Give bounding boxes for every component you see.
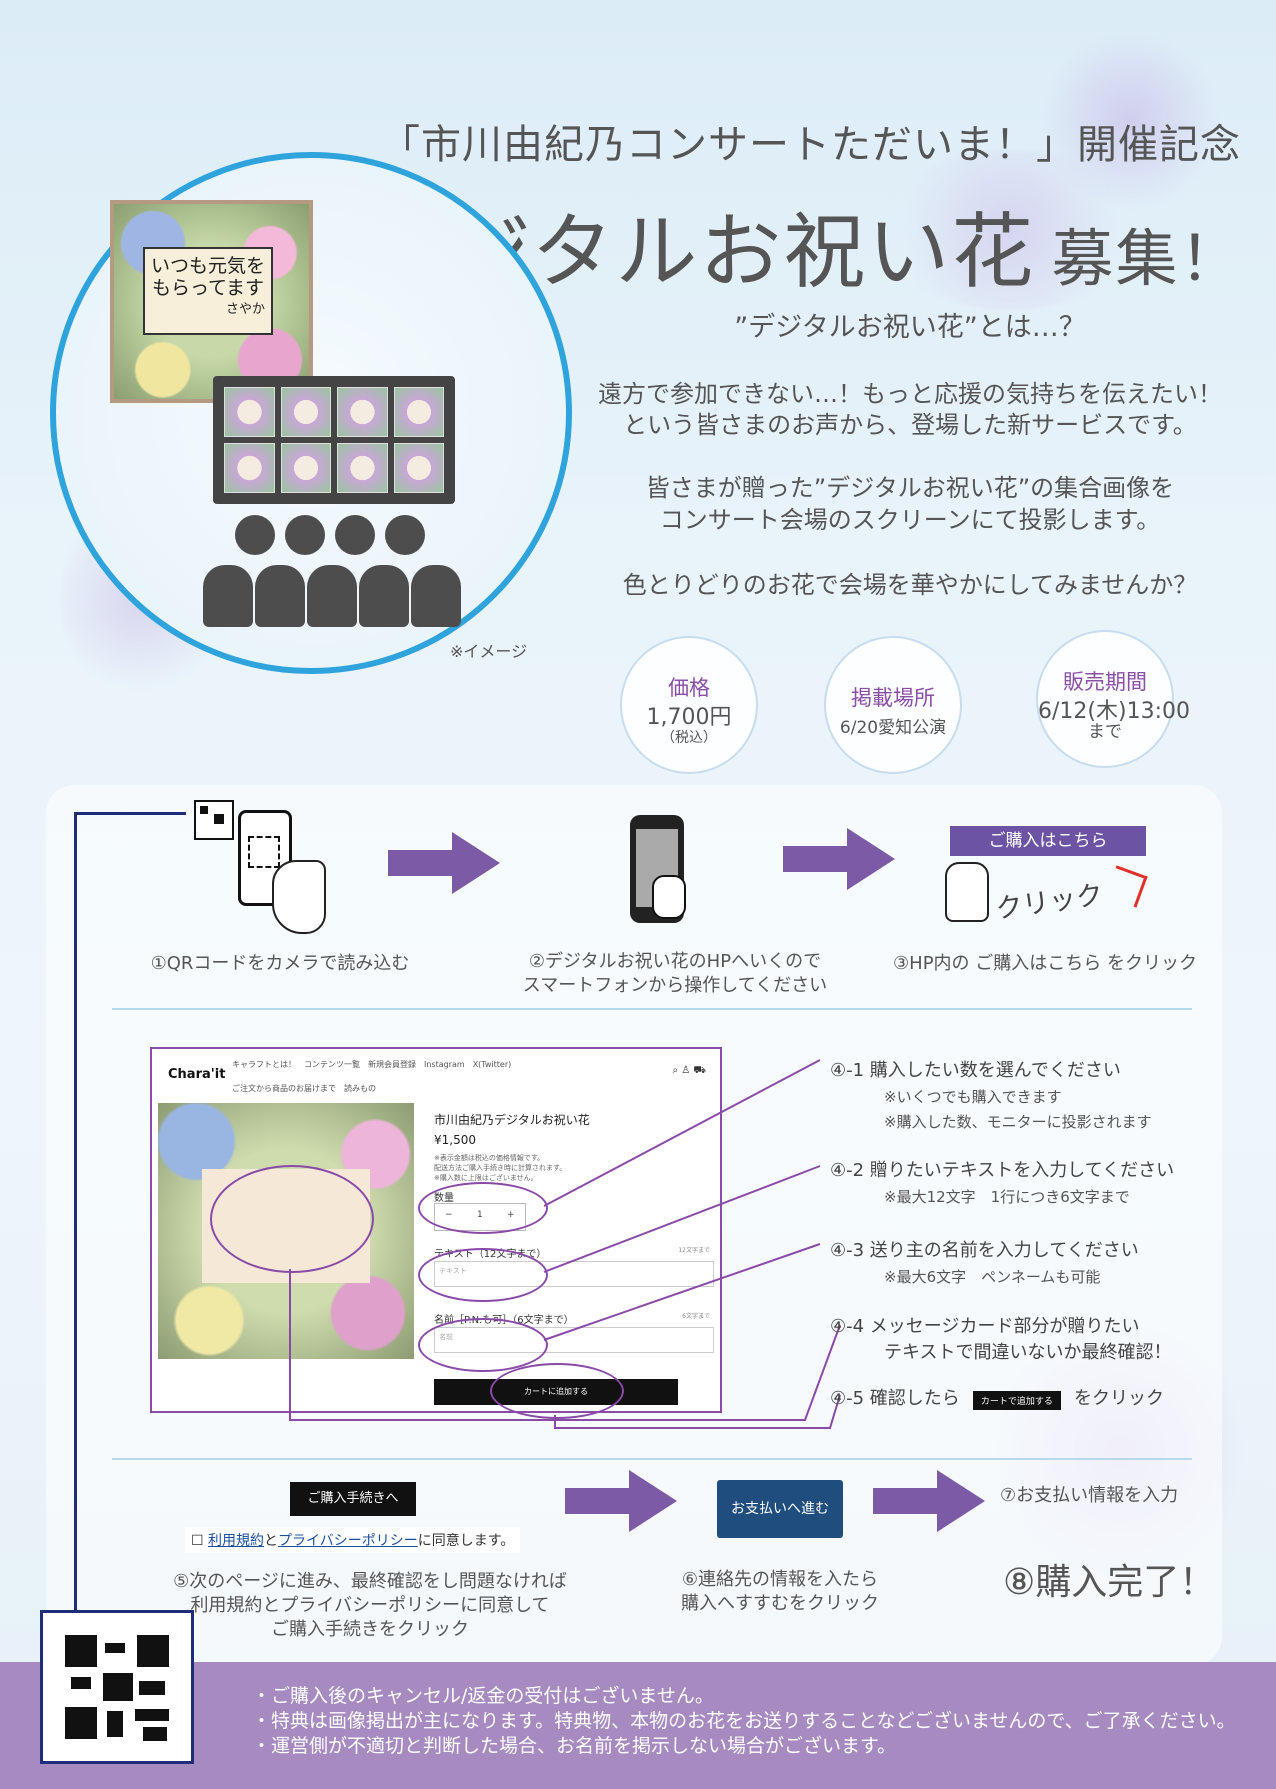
screen-tile — [280, 443, 331, 493]
product-note: ※表示金額は税込の価格情報です。配送方法ご購入手続き時に計算されます。※購入数に… — [434, 1154, 567, 1182]
instruction-4-4: ④-4 メッセージカード部分が贈りたい テキストで間違いないか最終確認！ — [830, 1316, 1172, 1363]
buy-here-banner: ご購入はこちら — [950, 826, 1146, 856]
period-label: 販売期間 — [1063, 670, 1147, 694]
privacy-link[interactable]: プライバシーポリシー — [278, 1533, 418, 1549]
connector-line — [74, 812, 186, 815]
screen-tile — [393, 387, 444, 437]
product-title: 市川由紀乃デジタルお祝い花 — [434, 1113, 590, 1127]
name-counter: 6文字まで — [682, 1313, 710, 1320]
site-logo: Chara'it — [168, 1067, 226, 1082]
site-nav: キャラフトとは！ コンテンツ一覧 新規会員登録 Instagram X(Twit… — [232, 1060, 512, 1069]
instruction-4-5: ④-5 確認したら カートで追加する をクリック — [830, 1388, 1165, 1410]
step-1-label: ①QRコードをカメラで読み込む — [150, 953, 410, 974]
price-tax: （税込） — [661, 730, 717, 746]
price-value: 1,700円 — [646, 705, 732, 730]
step-5-label-line1: ⑤次のページに進み、最終確認をし問題なければ — [173, 1571, 567, 1592]
arrow-right-icon — [388, 832, 500, 894]
screen-tile — [337, 443, 388, 493]
screen-tile — [337, 387, 388, 437]
instruction-4-2: ④-2 贈りたいテキストを入力してください ※最大12文字 1行につき6文字まで — [830, 1160, 1175, 1206]
pointing-hand-icon — [945, 862, 989, 922]
place-value: 6/20愛知公演 — [839, 718, 947, 738]
site-nav-2: ご注文から商品のお届けまで 読みもの — [232, 1084, 376, 1093]
period-badge: 販売期間 6/12(木)13:00 まで — [1036, 630, 1190, 768]
audience-icon — [203, 515, 463, 630]
footer-note: ・ご購入後のキャンセル/返金の受付はございません。 — [252, 1685, 714, 1707]
image-note: ※イメージ — [450, 642, 528, 661]
step-8-complete: ⑧購入完了！ — [1003, 1562, 1216, 1603]
message-card: いつも元気を もらってます さやか — [143, 247, 273, 335]
step-3-label: ③HP内の ご購入はこちら をクリック — [893, 953, 1197, 974]
intro-text: 遠方で参加できない…！もっと応援の気持ちを伝えたい！ — [598, 380, 1222, 408]
footer-note: ・運営側が不適切と判断した場合、お名前を掲示しない場合がございます。 — [252, 1735, 897, 1757]
price-label: 価格 — [668, 676, 710, 700]
step-2-label-line2: スマートフォンから操作してください — [522, 975, 828, 996]
screen-tile — [224, 443, 275, 493]
smartphone-tap-icon — [630, 815, 690, 925]
period-value: 6/12(木)13:00 — [1038, 699, 1190, 724]
what-is-heading: ”デジタルお祝い花”とは…？ — [734, 312, 1086, 343]
checkbox-icon[interactable]: ☐ — [191, 1533, 209, 1549]
place-label: 掲載場所 — [851, 686, 935, 710]
screen-tile — [280, 387, 331, 437]
price-badge: 価格 1,700円 （税込） — [620, 636, 758, 774]
step-6-label-line1: ⑥連絡先の情報を入たら — [681, 1569, 879, 1590]
highlight-oval — [418, 1318, 548, 1372]
terms-link[interactable]: 利用規約 — [208, 1533, 265, 1549]
event-subtitle: 「市川由紀乃コンサートただいま！」開催記念 — [380, 122, 1241, 168]
footer-notes: ・ご購入後のキャンセル/返金の受付はございません。 ・特典は画像掲出が主になりま… — [0, 1662, 1276, 1789]
intro-text: という皆さまのお声から、登場した新サービスです。 — [623, 411, 1197, 439]
card-line-2: もらってます — [151, 277, 265, 299]
instruction-4-3: ④-3 送り主の名前を入力してください ※最大6文字 ペンネームも可能 — [830, 1240, 1139, 1286]
step-7-label: ⑦お支払い情報を入力 — [1000, 1485, 1179, 1506]
period-until: まで — [1088, 722, 1122, 742]
intro-text: 皆さまが贈った”デジタルお祝い花”の集合画像を — [645, 474, 1175, 502]
agreement-checkbox[interactable]: ☐ 利用規約とプライバシーポリシーに同意します。 — [185, 1527, 521, 1553]
card-line-1: いつも元気を — [151, 255, 266, 277]
divider — [112, 1008, 1192, 1010]
connector-line — [74, 812, 77, 1612]
instruction-4-1: ④-1 購入したい数を選んでください ※いくつでも購入できます ※購入した数、モ… — [830, 1060, 1152, 1131]
place-badge: 掲載場所 6/20愛知公演 — [824, 636, 962, 774]
step-5-label-line2: 利用規約とプライバシーポリシーに同意して — [190, 1595, 550, 1616]
flower-decoration — [880, 150, 1140, 310]
qr-code[interactable] — [40, 1610, 194, 1764]
step-5-label-line3: ご購入手続きをクリック — [271, 1619, 469, 1640]
text-counter: 12文字まで — [678, 1247, 710, 1254]
arrow-right-icon — [783, 828, 895, 890]
highlight-oval — [490, 1363, 624, 1419]
step-6-label-line2: 購入へすすむをクリック — [681, 1593, 879, 1614]
header-icons: ⌕ ♙ ⛟ — [672, 1065, 706, 1076]
intro-text: コンサート会場のスクリーンにて投影します。 — [659, 506, 1161, 534]
arrow-right-icon — [873, 1470, 985, 1532]
purchase-procedure-button[interactable]: ご購入手続きへ — [290, 1482, 416, 1516]
add-to-cart-sample-button: カートで追加する — [972, 1391, 1061, 1410]
arrow-right-icon — [565, 1470, 677, 1532]
proceed-payment-button[interactable]: お支払いへ進む — [717, 1480, 843, 1538]
card-signature: さやか — [225, 302, 265, 317]
step-2-label-line1: ②デジタルお祝い花のHPへいくので — [528, 951, 822, 972]
footer-note: ・特典は画像掲出が主になります。特典物、本物のお花をお送りすることなどございませ… — [252, 1710, 1236, 1732]
title-suffix: 募集！ — [1051, 222, 1244, 295]
highlight-oval — [210, 1165, 374, 1273]
concert-screen — [213, 376, 455, 504]
screen-tile — [224, 387, 275, 437]
highlight-oval — [418, 1182, 548, 1234]
highlight-oval — [418, 1248, 548, 1302]
product-price: ¥1,500 — [434, 1133, 476, 1147]
divider — [112, 1458, 1192, 1460]
qr-scan-icon — [192, 800, 332, 940]
screen-tile — [393, 443, 444, 493]
intro-text: 色とりどりのお花で会場を華やかにしてみませんか？ — [622, 571, 1198, 599]
